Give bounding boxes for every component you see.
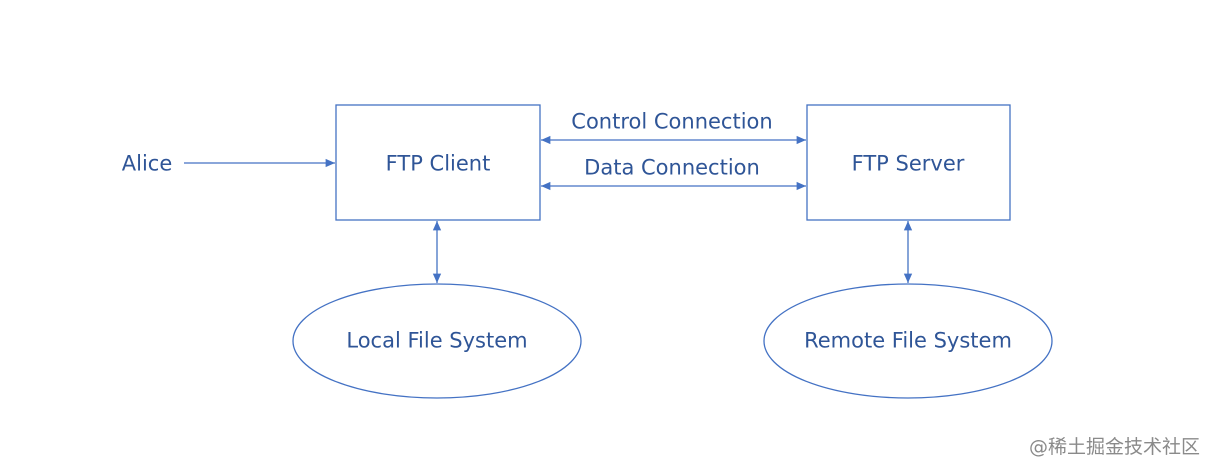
- alice-label: Alice: [121, 151, 173, 176]
- remote-file-system-label: Remote File System: [804, 328, 1012, 353]
- local-file-system-ellipse: [292, 283, 582, 399]
- control-connection-label: Control Connection: [571, 109, 773, 134]
- ftp-server-label: FTP Server: [851, 151, 965, 176]
- watermark: @稀土掘金技术社区: [1028, 436, 1200, 458]
- ftp-client-box: [335, 104, 541, 221]
- ftp-client-label: FTP Client: [385, 151, 491, 176]
- ftp-server-box: [806, 104, 1011, 221]
- local-file-system-label: Local File System: [346, 328, 528, 353]
- remote-file-system-ellipse: [763, 283, 1053, 399]
- data-connection-label: Data Connection: [584, 155, 760, 180]
